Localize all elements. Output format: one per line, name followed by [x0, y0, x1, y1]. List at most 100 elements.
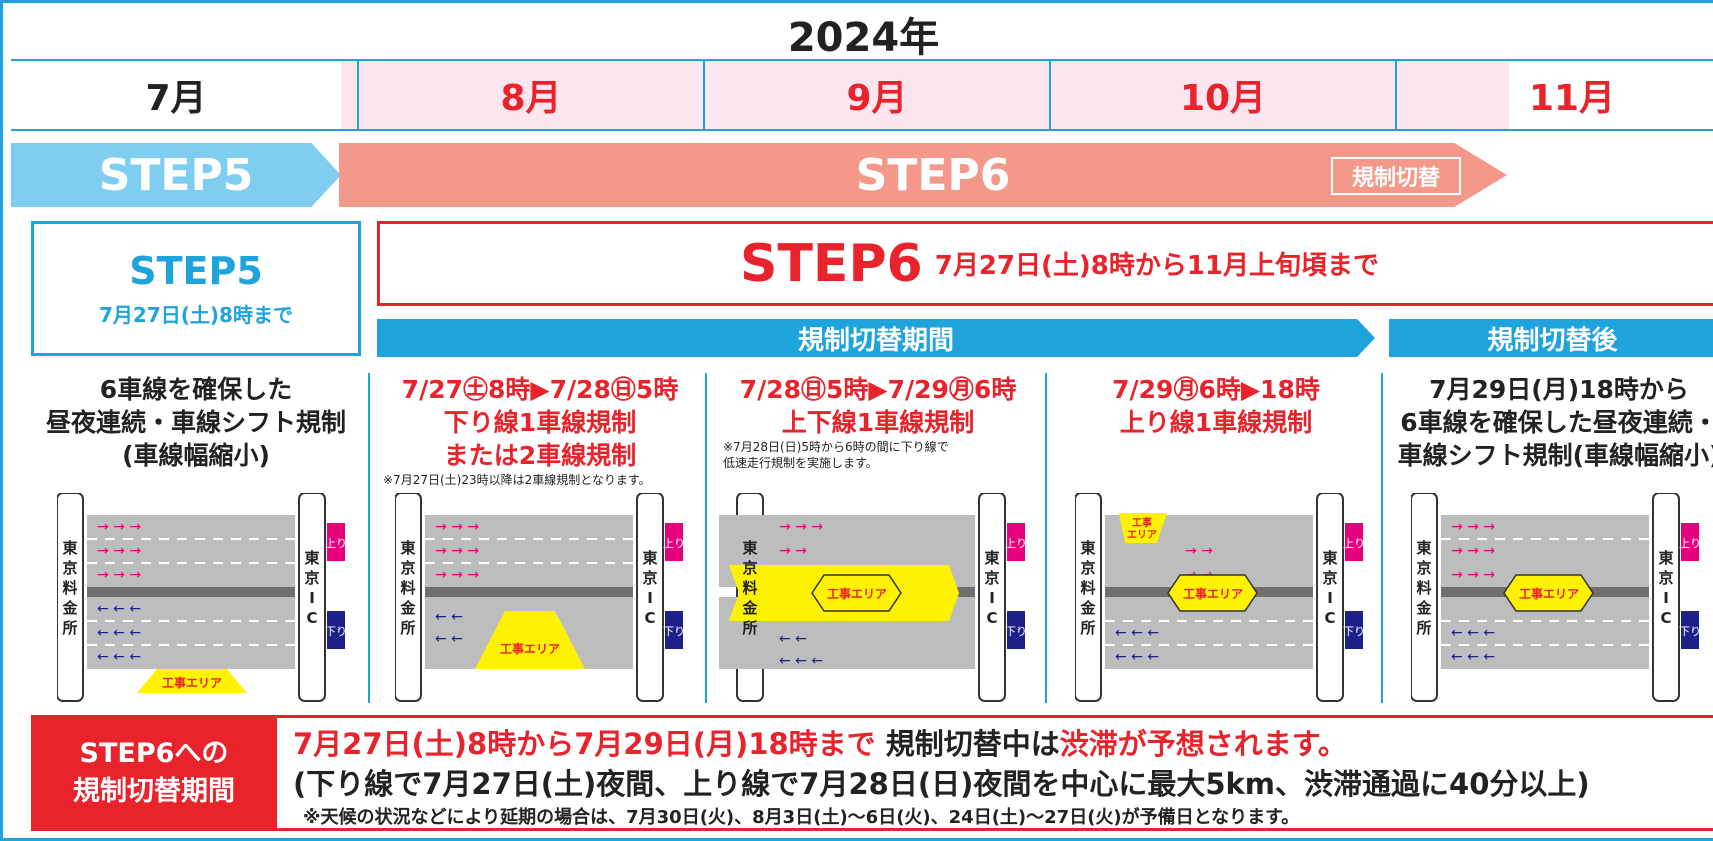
svg-text:← ← ←: ← ← ←: [97, 625, 141, 641]
panel-caption-3: 7/28㊐5時▶7/29㊊6時 上下線1車線規制 ※7月28日(日)5時から6時…: [713, 373, 1043, 471]
step6-band-label: STEP6: [855, 149, 1011, 201]
month-divider: [1395, 61, 1397, 129]
road-diagram-svg: → → → → → ← ← ← ← ← 工事エリア 東 京 料 金 所 東 京 …: [719, 492, 1027, 702]
caption-line: 7/27㊏8時▶7/28㊐5時: [401, 375, 679, 404]
month-october: 10月: [1051, 61, 1395, 129]
svg-text:東: 東: [1416, 539, 1431, 557]
bottom-box: [277, 715, 1713, 831]
caption-line: または2車線規制: [443, 441, 637, 470]
svg-text:→ → →: → → →: [97, 519, 141, 535]
road-diagram-svg: → → → → → → → → → ← ← ← ← 工事エリア 東 京 料 金 …: [394, 492, 685, 702]
panel-divider: [1381, 373, 1383, 703]
row-divider: [11, 59, 1713, 61]
svg-text:東: 東: [1322, 549, 1337, 567]
svg-text:→ → →: → → →: [1451, 543, 1495, 559]
svg-text:下り: 下り: [1679, 625, 1701, 638]
svg-text:所: 所: [742, 619, 757, 637]
caption-line: 7月29日(月)18時から: [1429, 375, 1689, 404]
svg-text:京: 京: [642, 569, 657, 587]
svg-text:← ← ←: ← ← ←: [779, 653, 823, 669]
caption-line: 上り線1車線規制: [1119, 408, 1313, 437]
row-divider: [11, 129, 1713, 131]
svg-text:← ← ←: ← ← ←: [97, 601, 141, 617]
svg-text:→ → →: → → →: [1451, 567, 1495, 583]
svg-text:← ←: ← ←: [779, 631, 807, 647]
svg-text:→ → →: → → →: [97, 543, 141, 559]
svg-text:東: 東: [1080, 539, 1095, 557]
road-diagram-1: → → → → → → → → → ← ← ← ← ← ← ← ← ← 工事エリ…: [56, 492, 347, 707]
caption-line: 昼夜連続・車線シフト規制: [45, 408, 346, 437]
step5-subtitle: 7月27日(土)8時まで: [99, 303, 293, 327]
step5-title: STEP5: [129, 249, 263, 293]
svg-text:→ → →: → → →: [1451, 519, 1495, 535]
svg-text:京: 京: [1416, 559, 1431, 577]
panel-caption-4: 7/29㊊6時▶18時 上り線1車線規制: [1053, 373, 1379, 439]
road-diagram-2: → → → → → → → → → ← ← ← ← 工事エリア 東 京 料 金 …: [394, 492, 695, 707]
svg-text:料: 料: [62, 579, 77, 597]
svg-text:料: 料: [1416, 579, 1431, 597]
step6-subtitle: 7月27日(土)8時から11月上旬頃まで: [934, 251, 1380, 281]
svg-text:京: 京: [1080, 559, 1095, 577]
step6-box: STEP6 7月27日(土)8時から11月上旬頃まで: [377, 221, 1713, 306]
svg-text:料: 料: [1080, 579, 1095, 597]
month-divider: [703, 61, 705, 129]
road-diagram-5: → → → → → → → → → 工事エリア ← ← ← ← ← ← 東 京 …: [1410, 492, 1713, 707]
bottom-warning: 渋滞が予想されます。: [1059, 727, 1347, 761]
step5-box: STEP5 7月27日(土)8時まで: [31, 221, 361, 356]
step6-band: STEP6: [339, 143, 1507, 207]
svg-text:金: 金: [741, 599, 758, 617]
panel-caption-2: 7/27㊏8時▶7/28㊐5時 下り線1車線規制 または2車線規制 ※7月27日…: [375, 373, 705, 488]
svg-text:京: 京: [304, 569, 319, 587]
svg-text:所: 所: [1080, 619, 1095, 637]
caption-line: 7/28㊐5時▶7/29㊊6時: [739, 375, 1017, 404]
svg-text:東: 東: [304, 549, 319, 567]
svg-text:→ → →: → → →: [435, 519, 479, 535]
svg-text:← ← ←: ← ← ←: [1115, 625, 1159, 641]
svg-text:C: C: [1660, 609, 1671, 627]
svg-text:上り: 上り: [1679, 537, 1701, 550]
caption-line: 車線シフト規制(車線幅縮小): [1397, 441, 1713, 470]
svg-text:→ →: → →: [779, 543, 807, 559]
svg-text:← ← ←: ← ← ←: [1451, 625, 1495, 641]
svg-text:上り: 上り: [1005, 537, 1027, 550]
svg-text:→ →: → →: [1185, 543, 1213, 559]
caption-line: 6車線を確保した: [99, 375, 293, 404]
month-divider: [357, 61, 359, 129]
road-diagram-svg: 工事 エリア → → → → 工事エリア ← ← ← ← ← ← 東 京 料 金…: [1074, 492, 1365, 702]
period-after: 規制切替後: [1389, 319, 1713, 357]
caption-line: 下り線1車線規制: [443, 408, 637, 437]
svg-text:下り: 下り: [325, 625, 347, 638]
svg-text:所: 所: [1416, 619, 1431, 637]
bottom-label: STEP6への 規制切替期間: [31, 715, 277, 831]
step6-title: STEP6: [740, 233, 923, 294]
svg-text:下り: 下り: [1343, 625, 1365, 638]
month-november-head: [1397, 61, 1509, 129]
caption-line: 7/29㊊6時▶18時: [1112, 375, 1320, 404]
road-diagram-3: → → → → → ← ← ← ← ← 工事エリア 東 京 料 金 所 東 京 …: [719, 492, 1029, 707]
panel-divider: [1045, 373, 1047, 703]
svg-text:C: C: [306, 609, 317, 627]
svg-text:下り: 下り: [663, 625, 685, 638]
svg-text:エリア: エリア: [1127, 529, 1157, 541]
svg-text:東: 東: [642, 549, 657, 567]
panel-divider: [705, 373, 707, 703]
svg-text:東: 東: [742, 539, 757, 557]
caption-line: (車線幅縮小): [122, 441, 270, 470]
work-area-label: 工事エリア: [162, 675, 222, 690]
svg-text:上り: 上り: [325, 537, 347, 550]
work-area-label: 工事エリア: [1519, 586, 1579, 601]
switch-tag: 規制切替: [1331, 157, 1461, 195]
svg-text:← ← ←: ← ← ←: [97, 649, 141, 665]
svg-text:所: 所: [62, 619, 77, 637]
bottom-label-line: STEP6への: [79, 738, 229, 769]
caption-line: 上下線1車線規制: [781, 408, 975, 437]
svg-text:下り: 下り: [1005, 625, 1027, 638]
svg-text:← ← ←: ← ← ←: [1451, 649, 1495, 665]
bottom-text: 規制切替中は: [885, 727, 1060, 761]
svg-text:京: 京: [1322, 569, 1337, 587]
month-divider: [1049, 61, 1051, 129]
svg-text:京: 京: [1658, 569, 1673, 587]
svg-text:I: I: [989, 589, 995, 607]
svg-text:金: 金: [1079, 599, 1096, 617]
svg-text:工事: 工事: [1132, 516, 1152, 529]
